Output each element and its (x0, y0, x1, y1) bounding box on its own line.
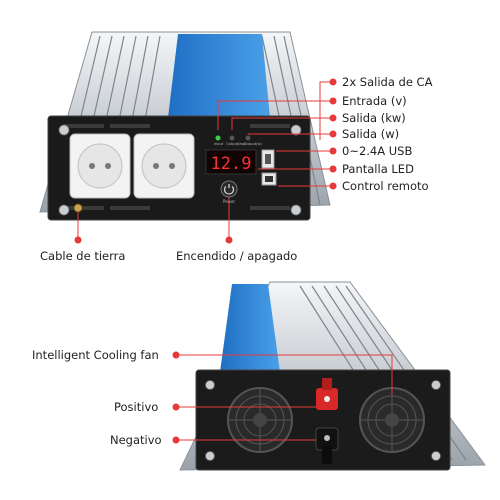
led-reading: 12.9 (211, 154, 252, 174)
callout-output-kw: Salida (kw) (342, 111, 406, 125)
negative-terminal (315, 427, 339, 464)
indicator-label-input: Input (214, 142, 224, 146)
indicator-label-kw: Output(kw) (226, 142, 246, 146)
callout-cooling-fan: Intelligent Cooling fan (32, 348, 159, 362)
vent-slots (64, 124, 290, 210)
callout-remote: Control remoto (342, 179, 429, 193)
blue-label-band-bottom (220, 284, 280, 372)
cooling-fan-right (359, 387, 425, 453)
rear-screws (205, 380, 441, 461)
callout-power-switch: Encendido / apagado (176, 249, 298, 263)
indicator-lights (215, 135, 251, 141)
inverter-rear-view (179, 281, 486, 471)
indicator-label-w: Output(w) (244, 142, 262, 146)
callout-negative: Negativo (110, 433, 162, 447)
panel-screws (58, 124, 302, 216)
led-display (205, 149, 257, 175)
callout-led-screen: Pantalla LED (342, 162, 414, 176)
callout-ground-cable: Cable de tierra (40, 249, 126, 263)
cooling-fan-left (227, 387, 293, 453)
bottom-callout-leaders (172, 351, 393, 444)
callout-positive: Positivo (114, 400, 159, 414)
callout-usb: 0~2.4A USB (342, 144, 413, 158)
callout-output-w: Salida (w) (342, 127, 400, 141)
blue-label-band (168, 34, 270, 118)
positive-terminal (316, 378, 338, 410)
ground-terminal (73, 203, 83, 213)
inverter-front-view: Input Output(kw) Output(w) 12.9 Power (39, 31, 331, 221)
top-callout-leaders (74, 78, 337, 244)
callout-input-v: Entrada (v) (342, 94, 407, 108)
callout-ac-outlets: 2x Salida de CA (342, 75, 433, 89)
ac-socket-left (69, 133, 131, 199)
ac-socket-right (133, 133, 195, 199)
